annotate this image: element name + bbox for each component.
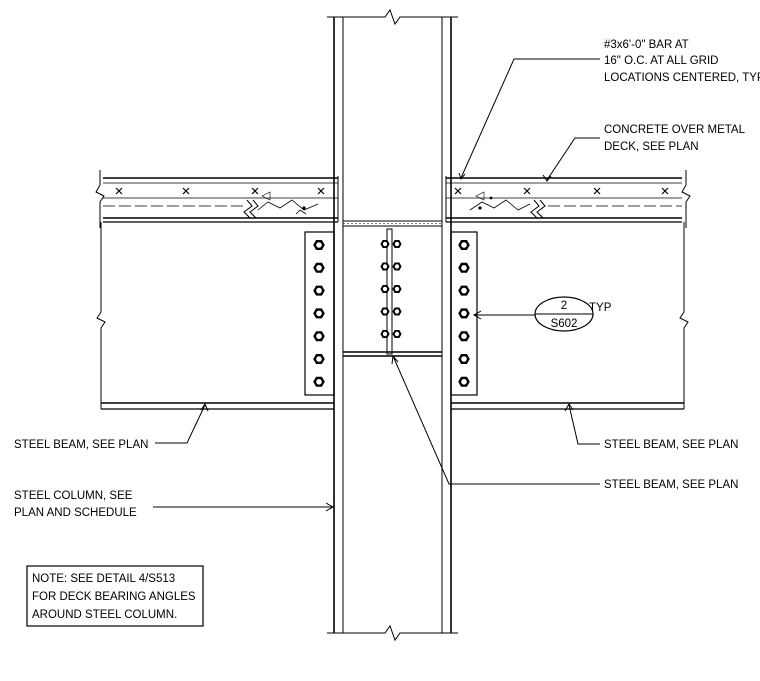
bar-callout-line-3: LOCATIONS CENTERED, TYP: [604, 72, 760, 84]
bolt-icon: [458, 354, 470, 364]
left-beam: [96, 222, 334, 410]
column-callout-line-2: PLAN AND SCHEDULE: [14, 507, 137, 519]
note-line-3: AROUND STEEL COLUMN.: [32, 609, 177, 621]
bar-callout-line-2: 16" O.C. AT ALL GRID: [604, 55, 718, 67]
note-line-2: FOR DECK BEARING ANGLES: [32, 591, 196, 603]
callout-labels: #3x6'-0" BAR AT 16" O.C. AT ALL GRID LOC…: [14, 39, 760, 519]
bolt-icon: [458, 331, 470, 342]
bolt-icon: [313, 262, 325, 273]
center-beam-connection: [343, 228, 442, 357]
bolt-icon: [458, 376, 470, 387]
note-box: NOTE: SEE DETAIL 4/S513 FOR DECK BEARING…: [26, 565, 204, 627]
leader-lines: [153, 58, 600, 512]
bolt-icon: [380, 285, 390, 293]
concrete-callout-line-1: CONCRETE OVER METAL: [604, 124, 746, 136]
detail-sheet: S602: [551, 318, 578, 330]
bolt-icon: [313, 285, 325, 296]
column-callout-line-1: STEEL COLUMN, SEE: [14, 490, 133, 502]
right-beam: [451, 222, 689, 410]
rebar-marks: [115, 187, 669, 195]
concrete-callout-line-2: DECK, SEE PLAN: [604, 141, 699, 153]
beam-left-callout: STEEL BEAM, SEE PLAN: [14, 439, 148, 451]
bolt-icon: [313, 376, 325, 387]
bolt-icon: [458, 308, 470, 319]
bolt-icon: [380, 240, 390, 248]
bar-callout-line-1: #3x6'-0" BAR AT: [604, 39, 689, 51]
bolt-icon: [392, 307, 402, 316]
bolt-icon: [392, 285, 402, 293]
bolt-icon: [458, 285, 470, 296]
detail-number: 2: [561, 300, 567, 312]
bolt-icon: [380, 262, 390, 271]
note-line-1: NOTE: SEE DETAIL 4/S513: [32, 573, 175, 585]
bolt-icon: [392, 240, 402, 248]
bolt-icon: [313, 331, 325, 342]
bolt-icon: [380, 307, 390, 316]
left-slab: [95, 170, 339, 228]
bolt-icon: [380, 330, 390, 338]
bolt-icon: [392, 330, 402, 338]
detail-tag[interactable]: 2 S602 TYP: [534, 296, 612, 332]
beam-center-callout: STEEL BEAM, SEE PLAN: [604, 479, 738, 491]
right-shear-plate: [450, 231, 478, 396]
left-shear-plate: [304, 231, 335, 396]
bolt-icon: [392, 262, 402, 271]
right-slab: [445, 170, 691, 228]
bolt-icon: [458, 240, 470, 250]
bolt-icon: [313, 308, 325, 319]
bolt-icon: [313, 240, 325, 250]
beam-right-callout: STEEL BEAM, SEE PLAN: [604, 439, 738, 451]
continuity-plate: [342, 220, 443, 227]
bolt-icon: [313, 354, 325, 364]
bolt-icon: [458, 262, 470, 273]
detail-typ: TYP: [589, 302, 612, 314]
